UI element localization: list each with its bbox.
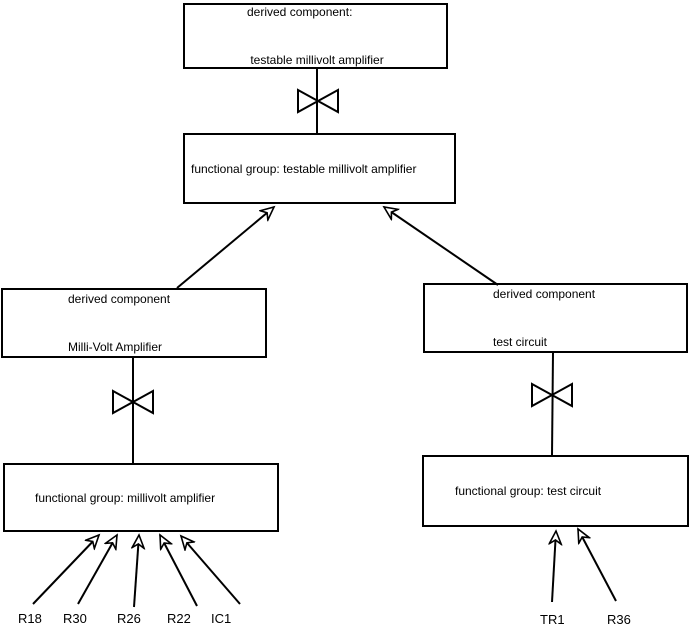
node-functional-group-test-circuit: functional group: test circuit: [422, 455, 689, 527]
node-label-line: derived component:: [247, 5, 353, 19]
node-derived-test-circuit: derived component test circuit: [423, 283, 688, 353]
component-label-r26: R26: [117, 611, 141, 626]
node-label-line: functional group: testable millivolt amp…: [191, 161, 417, 176]
component-label-r30: R30: [63, 611, 87, 626]
arrow-tr1: [552, 531, 556, 603]
node-label: derived component Milli-Volt Amplifier: [3, 259, 170, 387]
arrow-r18: [32, 535, 99, 605]
node-label-line: Milli-Volt Amplifier: [68, 340, 163, 354]
node-functional-group-testable-millivolt-amplifier: functional group: testable millivolt amp…: [183, 133, 456, 204]
node-label-line: testable millivolt amplifier: [247, 53, 384, 67]
component-label-r36: R36: [607, 612, 631, 627]
node-label-line: functional group: millivolt amplifier: [35, 490, 216, 505]
component-label-r22: R22: [167, 611, 191, 626]
bowtie-icon: [531, 382, 573, 408]
node-label-line: test circuit: [493, 335, 548, 349]
node-label: derived component test circuit: [425, 254, 595, 382]
bowtie-icon: [112, 389, 154, 415]
node-label-line: derived component: [68, 292, 171, 306]
component-label-r18: R18: [18, 611, 42, 626]
arrow-r22: [159, 535, 198, 607]
node-derived-testable-millivolt-amplifier: derived component: testable millivolt am…: [183, 3, 448, 69]
node-label: functional group: test circuit: [424, 451, 601, 531]
node-derived-milli-volt-amplifier: derived component Milli-Volt Amplifier: [1, 288, 267, 358]
node-label: derived component: testable millivolt am…: [185, 0, 384, 100]
arrow-derived-mva-to-fg-testable: [176, 207, 274, 289]
arrow-ic1: [181, 536, 241, 605]
arrow-r26: [134, 535, 139, 608]
arrow-r36: [578, 529, 617, 602]
node-label-line: derived component: [493, 287, 596, 301]
node-label: functional group: testable millivolt amp…: [185, 129, 416, 209]
node-functional-group-millivolt-amplifier: functional group: millivolt amplifier: [3, 463, 279, 532]
component-label-ic1: IC1: [211, 611, 232, 626]
node-label-line: functional group: test circuit: [455, 484, 602, 498]
node-label: functional group: millivolt amplifier: [5, 458, 215, 538]
arrow-r30: [77, 535, 117, 605]
component-label-tr1: TR1: [540, 612, 565, 627]
